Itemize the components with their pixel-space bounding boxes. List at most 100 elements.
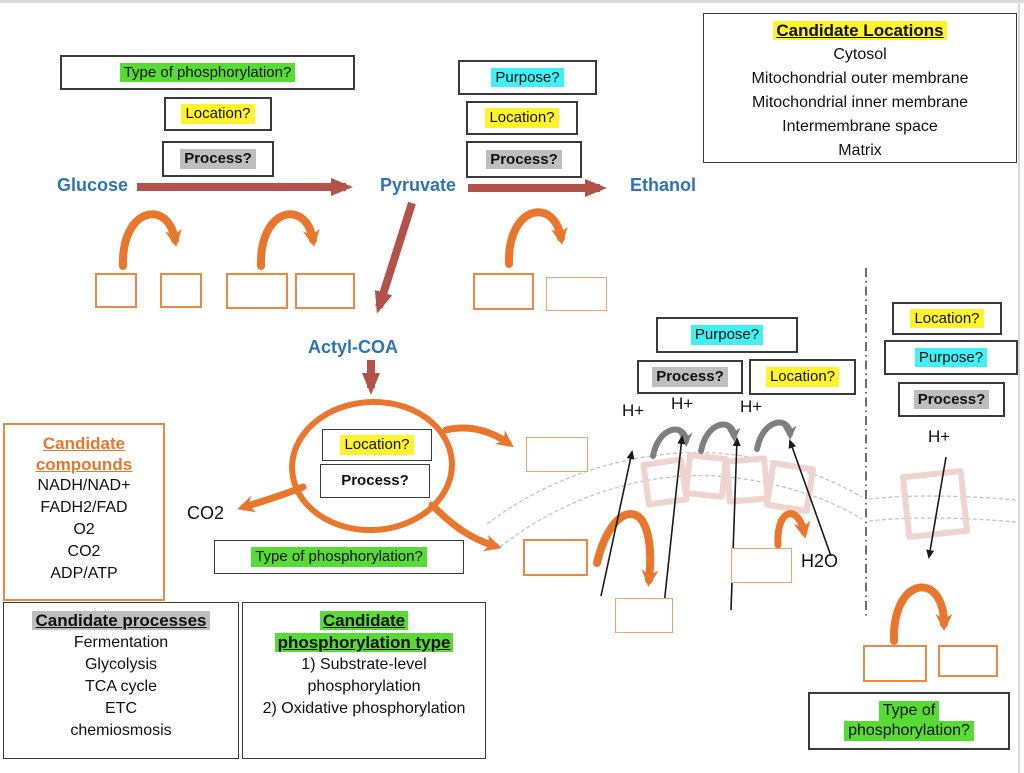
cycle-output-arrow-lower	[428, 501, 502, 552]
glycolysis-loop-arrow-1	[118, 210, 182, 270]
question-box-etc-process: Process?	[637, 360, 743, 394]
tca-location-label: Location?	[340, 435, 414, 455]
glycolysis-location-label: Location?	[181, 104, 255, 124]
candidate-compounds-box: Candidate compounds NADH/NAD+ FADH2/FAD …	[3, 423, 165, 601]
candidate-compound-item: NADH/NAD+	[37, 477, 131, 494]
answer-box-fermentation-1[interactable]	[473, 273, 534, 310]
candidate-phosphorylation-box: Candidate phosphorylation type 1) Substr…	[242, 602, 486, 759]
fermentation-loop-arrow	[504, 208, 568, 268]
question-box-chemiosmosis-location: Location?	[892, 302, 1002, 335]
question-box-glycolysis-process: Process?	[162, 141, 274, 177]
question-box-tca-process: Process?	[320, 464, 430, 498]
fermentation-process-label: Process?	[486, 149, 562, 170]
question-box-chemiosmosis-process: Process?	[898, 382, 1005, 417]
question-box-glycolysis-location: Location?	[164, 97, 272, 131]
h-plus-label: H+	[671, 394, 694, 413]
answer-box-fermentation-2[interactable]	[546, 277, 607, 311]
co2-label: CO2	[187, 503, 225, 523]
ethanol-label: Ethanol	[630, 175, 696, 195]
h2o-formation-arrow	[774, 510, 811, 549]
candidate-locations-box: Candidate Locations Cytosol Mitochondria…	[703, 13, 1017, 163]
glucose-label: Glucose	[57, 175, 129, 195]
question-box-etc-location: Location?	[749, 359, 856, 395]
chemiosmosis-loop-arrow	[889, 583, 953, 645]
etc-protein-complexes	[640, 452, 817, 514]
candidate-processes-title: Candidate processes	[32, 611, 210, 630]
h2o-label: H2O	[801, 551, 839, 571]
candidate-phosphorylation-item: 2) Oxidative phosphorylation	[262, 700, 466, 717]
chemiosmosis-phosphorylation-line2: phosphorylation?	[844, 721, 974, 742]
fermentation-location-label: Location?	[485, 108, 559, 128]
tca-cycle-circle	[289, 398, 455, 534]
acetyl-coa-label: Actyl-COA	[308, 337, 399, 357]
question-box-fermentation-purpose: Purpose?	[458, 60, 597, 95]
candidate-compound-item: FADH2/FAD	[40, 499, 128, 516]
pyruvate-label: Pyruvate	[380, 175, 457, 195]
candidate-location-item: Mitochondrial inner membrane	[751, 94, 969, 111]
proton-pump-arrows	[650, 419, 797, 459]
candidate-location-item: Cytosol	[833, 46, 887, 63]
cycle-output-arrow-upper	[442, 424, 514, 448]
answer-box-h2o[interactable]	[731, 548, 792, 583]
answer-box-matrix[interactable]	[615, 598, 673, 633]
answer-box-glycolysis-1[interactable]	[95, 273, 137, 308]
candidate-compound-item: ADP/ATP	[50, 565, 118, 582]
candidate-compounds-title-line2: compounds	[35, 455, 133, 474]
answer-box-chemiosmosis-2[interactable]	[938, 645, 998, 677]
glycolysis-phosphorylation-label: Type of phosphorylation?	[119, 62, 296, 83]
orange-transfer-arrows	[118, 208, 953, 645]
tca-phosphorylation-label: Type of phosphorylation?	[251, 547, 427, 567]
answer-box-tca-lower[interactable]	[523, 539, 588, 576]
window-top-edge	[0, 0, 1024, 3]
question-box-etc-purpose: Purpose?	[656, 317, 798, 353]
answer-box-glycolysis-2[interactable]	[160, 273, 202, 308]
question-box-chemiosmosis-phosphorylation: Type of phosphorylation?	[808, 692, 1010, 750]
answer-box-tca-upper[interactable]	[526, 437, 588, 472]
answer-box-glycolysis-4[interactable]	[295, 273, 355, 309]
candidate-phosphorylation-item: 1) Substrate-level phosphorylation	[301, 656, 427, 695]
candidate-processes-box: Candidate processes Fermentation Glycoly…	[3, 602, 239, 759]
atp-synthase-complex	[900, 468, 970, 540]
candidate-process-item: TCA cycle	[84, 678, 157, 695]
arrow-pyruvate-to-acetylcoa	[374, 201, 416, 314]
candidate-process-item: Glycolysis	[84, 656, 157, 673]
question-box-fermentation-process: Process?	[466, 141, 582, 178]
chemiosmosis-phosphorylation-line1: Type of	[878, 700, 940, 721]
chemiosmosis-purpose-label: Purpose?	[914, 347, 988, 368]
inner-membrane-sketch	[486, 451, 1017, 548]
window-right-edge	[1018, 3, 1020, 773]
candidate-location-item: Mitochondrial outer membrane	[751, 70, 969, 87]
etc-process-label: Process?	[652, 367, 728, 387]
chemiosmosis-process-label: Process?	[913, 389, 990, 410]
glycolysis-process-label: Process?	[180, 149, 256, 169]
matrix-loop-arrow	[593, 510, 659, 587]
candidate-process-item: chemiosmosis	[70, 722, 172, 739]
candidate-process-item: Fermentation	[73, 634, 169, 651]
h-plus-label: H+	[622, 401, 645, 420]
candidate-compounds-title-line1: Candidate	[42, 434, 126, 453]
candidate-phosphorylation-title-line2: phosphorylation type	[274, 633, 454, 652]
tca-process-label: Process?	[341, 472, 409, 490]
question-box-fermentation-location: Location?	[466, 101, 578, 135]
candidate-phosphorylation-title-line1: Candidate	[319, 611, 409, 630]
candidate-location-item: Intermembrane space	[782, 118, 938, 135]
fermentation-purpose-label: Purpose?	[491, 67, 564, 88]
chemiosmosis-location-label: Location?	[910, 308, 984, 329]
etc-purpose-label: Purpose?	[690, 325, 764, 345]
question-box-glycolysis-phosphorylation: Type of phosphorylation?	[60, 55, 355, 90]
candidate-compound-item: CO2	[67, 543, 101, 560]
candidate-process-item: ETC	[105, 700, 137, 717]
pathway-arrows	[137, 178, 607, 395]
question-box-tca-phosphorylation: Type of phosphorylation?	[214, 540, 464, 574]
question-box-chemiosmosis-purpose: Purpose?	[884, 340, 1018, 375]
glycolysis-loop-arrow-2	[256, 210, 320, 270]
question-box-tca-location: Location?	[322, 429, 432, 461]
answer-box-chemiosmosis-1[interactable]	[863, 645, 927, 682]
answer-box-glycolysis-3[interactable]	[226, 273, 288, 309]
candidate-locations-title: Candidate Locations	[773, 21, 947, 40]
etc-location-label: Location?	[765, 367, 840, 387]
candidate-location-item: Matrix	[838, 142, 882, 159]
candidate-compound-item: O2	[73, 521, 95, 538]
